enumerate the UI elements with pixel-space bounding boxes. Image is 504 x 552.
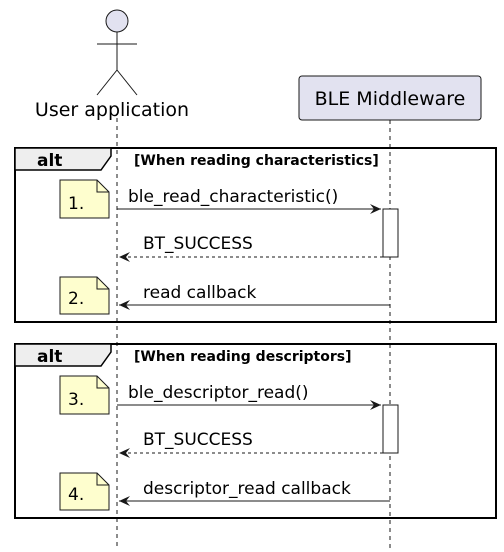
participant-ble-label: BLE Middleware <box>315 88 466 110</box>
activation-bar <box>382 208 399 258</box>
note-2: 2. <box>59 276 110 315</box>
return-label: BT_SUCCESS <box>143 234 253 254</box>
alt-fragment-2: alt [When reading descriptors] 3. ble_de… <box>14 343 497 519</box>
return-label: BT_SUCCESS <box>143 430 253 450</box>
fragment-guard: [When reading descriptors] <box>134 349 352 365</box>
fragment-tab <box>14 343 112 367</box>
actor-head <box>105 9 129 33</box>
actor-user: User application <box>35 9 189 121</box>
note-label: 4. <box>68 485 84 505</box>
activation-bar <box>382 404 399 454</box>
note-label: 2. <box>68 289 84 309</box>
fragment-frame <box>14 147 497 323</box>
note-1: 1. <box>59 179 110 219</box>
actor-leg-right <box>116 69 138 96</box>
fragment-guard: [When reading characteristics] <box>134 153 379 169</box>
alt-fragment-1: alt [When reading characteristics] 1. bl… <box>14 147 497 323</box>
message-label: ble_descriptor_read() <box>128 383 309 403</box>
actor-user-label: User application <box>35 99 189 121</box>
fragment-keyword: alt <box>37 347 62 367</box>
note-3: 3. <box>59 375 110 415</box>
fragment-tab <box>14 147 112 171</box>
fragment-frame <box>14 343 497 519</box>
note-4: 4. <box>59 472 110 511</box>
callback-label: read callback <box>143 283 256 303</box>
note-label: 1. <box>68 194 84 214</box>
message-label: ble_read_characteristic() <box>128 187 338 207</box>
participant-ble: BLE Middleware <box>298 75 482 121</box>
fragment-keyword: alt <box>37 151 62 171</box>
callback-label: descriptor_read callback <box>143 479 351 499</box>
participant-ble-box <box>298 75 482 121</box>
actor-leg-left <box>96 69 118 96</box>
note-label: 3. <box>68 390 84 410</box>
